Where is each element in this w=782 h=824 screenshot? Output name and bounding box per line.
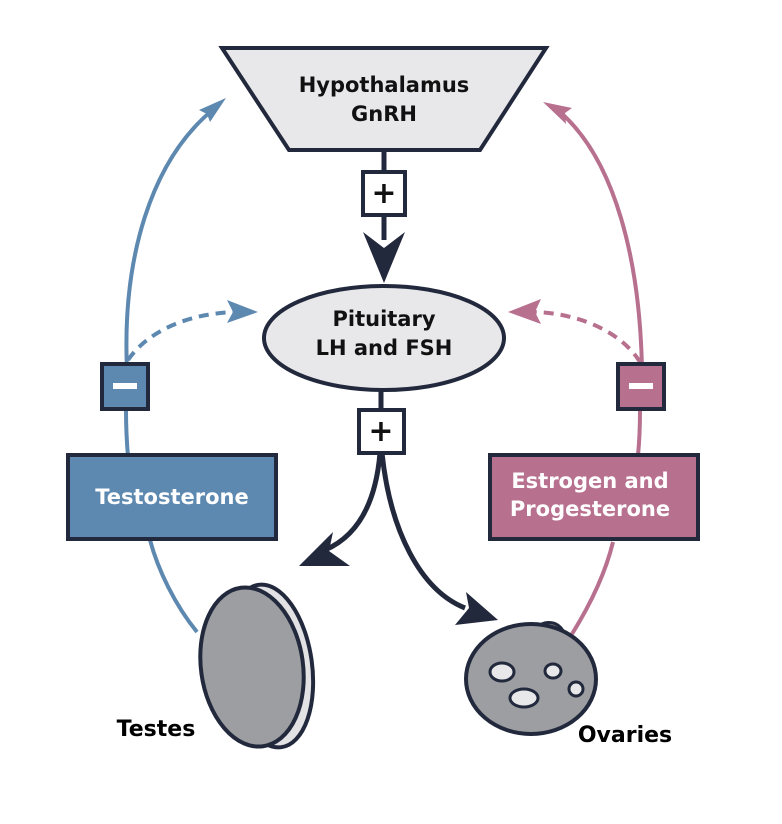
hypothalamus-node: Hypothalamus GnRH <box>218 46 550 152</box>
arrowhead-to-pituitary <box>363 232 405 283</box>
plus-icon: + <box>368 414 393 449</box>
ovaries-illustration <box>464 621 598 736</box>
female-feedback-line <box>636 409 642 456</box>
lh-fsh-label: LH and FSH <box>316 336 453 360</box>
gnrh-label: GnRH <box>351 102 417 126</box>
pituitary-label: Pituitary <box>332 307 435 331</box>
pituitary-node: Pituitary LH and FSH <box>262 284 506 392</box>
ovaries-to-estrogen-line <box>570 541 615 636</box>
estrogen-to-pituitary-dashed-arrow <box>529 310 642 364</box>
pituitary-to-testes-arrow <box>323 452 383 553</box>
testes-illustration <box>198 582 316 750</box>
inhibit-sign-estrogen <box>616 362 666 411</box>
estrogen-label: Estrogen and <box>511 469 668 493</box>
testes-label: Testes <box>117 717 196 742</box>
estrogen-progesterone-node: Estrogen and Progesterone <box>488 453 700 541</box>
testes-to-testosterone-line <box>148 539 199 634</box>
minus-icon <box>629 383 653 389</box>
testosterone-label: Testosterone <box>95 485 249 509</box>
arrowhead-male-pituitary <box>227 300 258 323</box>
estrogen-to-hypothalamus-arrow <box>558 110 644 371</box>
arrowhead-male-hypothalamus <box>199 98 226 122</box>
testosterone-to-pituitary-dashed-arrow <box>126 310 241 362</box>
ovaries-label: Ovaries <box>578 723 672 748</box>
hypothalamus-label: Hypothalamus <box>299 73 470 97</box>
pituitary-to-ovaries-arrow <box>379 452 466 611</box>
arrowhead-to-ovaries <box>455 592 498 625</box>
testosterone-to-hypothalamus-arrow <box>124 106 217 371</box>
arrowhead-female-pituitary <box>508 299 541 324</box>
progesterone-label: Progesterone <box>510 497 670 521</box>
testosterone-node: Testosterone <box>66 453 278 541</box>
inhibit-sign-testosterone <box>100 362 150 411</box>
male-feedback-line <box>124 409 130 458</box>
stimulate-sign-lh-fsh: + <box>357 408 406 455</box>
plus-icon: + <box>371 176 396 211</box>
arrowhead-female-hypothalamus <box>543 102 572 124</box>
stimulate-sign-gnrh: + <box>361 170 407 217</box>
minus-icon <box>113 383 137 389</box>
arrowhead-to-testes <box>299 532 350 566</box>
